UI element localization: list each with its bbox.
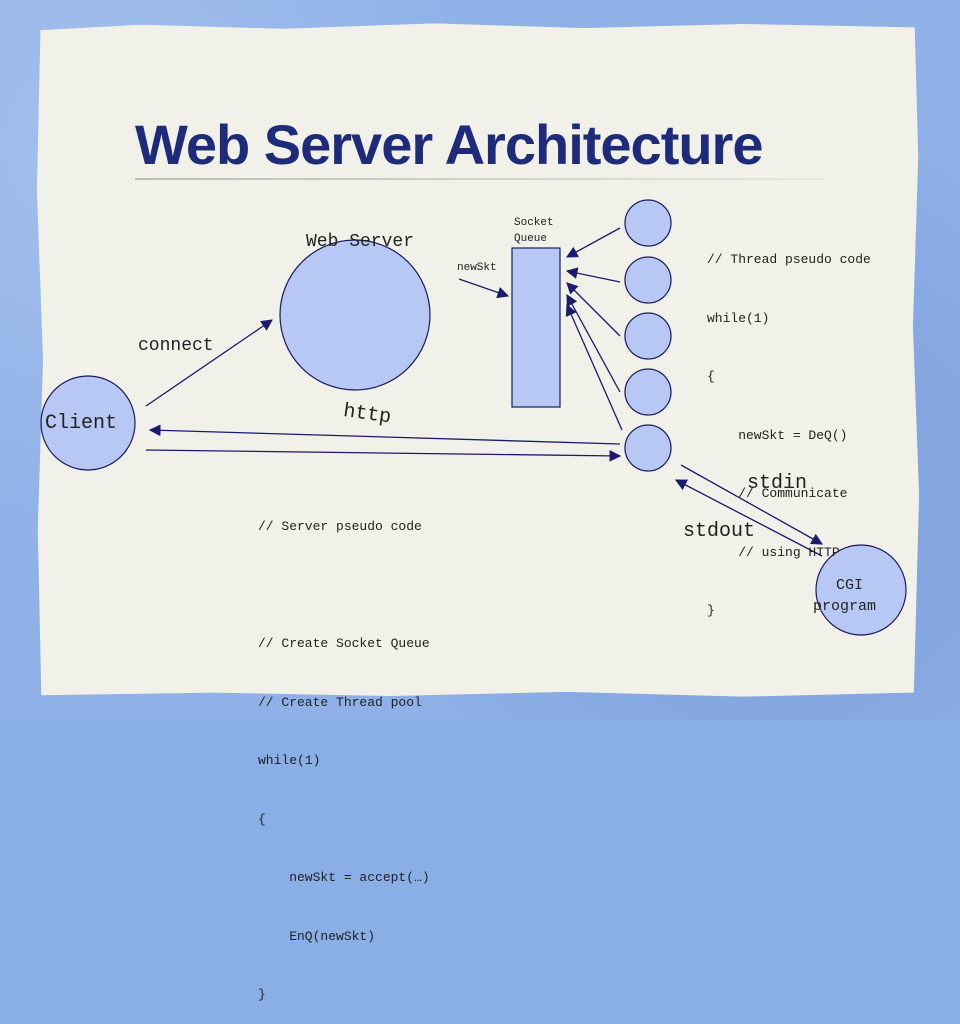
dequeue-arrow [565, 267, 621, 283]
code-line: // Communicate [707, 486, 848, 501]
new-skt-label: newSkt [457, 262, 497, 274]
thread-node [624, 256, 672, 304]
thread-pool [624, 199, 672, 472]
client-node [40, 375, 136, 471]
code-line: newSkt = DeQ() [707, 427, 848, 443]
title-underline [135, 178, 825, 180]
web-server-node [279, 239, 431, 391]
thread-pseudo-code: // Thread pseudo code while(1) { newSkt … [707, 211, 871, 640]
code-line: // Server pseudo code [258, 519, 422, 534]
socket-queue [511, 247, 561, 408]
paper-texture [36, 23, 920, 697]
code-line: // Create Socket Queue [258, 636, 430, 651]
code-line: // Create Thread pool [258, 694, 422, 710]
stdin-arrow [680, 464, 824, 545]
architecture-diagram [40, 199, 907, 636]
code-line: } [258, 987, 266, 1002]
socket-queue-label-line1: Socket [514, 217, 554, 229]
thread-node [624, 424, 672, 472]
code-line: EnQ(newSkt) [258, 928, 376, 944]
cgi-label-line1: CGI [836, 577, 864, 594]
code-line: { [707, 369, 715, 384]
code-line: { [258, 811, 266, 827]
http-response-arrow [148, 424, 621, 445]
cgi-program-node [815, 544, 907, 636]
new-skt-arrow [458, 278, 510, 299]
dequeue-arrow [566, 282, 621, 337]
connect-label: connect [138, 336, 214, 356]
code-line: newSkt = accept(…) [258, 870, 430, 885]
socket-queue-label-line2: Queue [514, 233, 548, 245]
server-pseudo-code: // Server pseudo code // Create Socket Q… [258, 478, 430, 1024]
code-line [258, 576, 430, 596]
code-line: // Thread pseudo code [707, 252, 871, 267]
client-label: Client [45, 412, 118, 435]
slide-title: Web Server Architecture [135, 113, 763, 176]
thread-node [624, 199, 672, 247]
http-request-arrow [145, 449, 622, 462]
code-line: while(1) [258, 753, 321, 768]
connect-arrow [145, 319, 273, 407]
dequeue-arrow [565, 303, 623, 431]
code-line: } [707, 603, 715, 618]
thread-node [624, 312, 672, 360]
code-line: // using HTTP [707, 544, 840, 560]
thread-node [624, 368, 672, 416]
stdout-arrow [674, 479, 823, 557]
code-line: while(1) [707, 310, 770, 326]
cgi-label-line2: program [813, 598, 877, 615]
dequeue-arrow [565, 227, 621, 258]
stdin-label: stdin [747, 472, 808, 495]
web-server-label: Web Server [306, 232, 415, 252]
stdout-label: stdout [683, 520, 756, 543]
